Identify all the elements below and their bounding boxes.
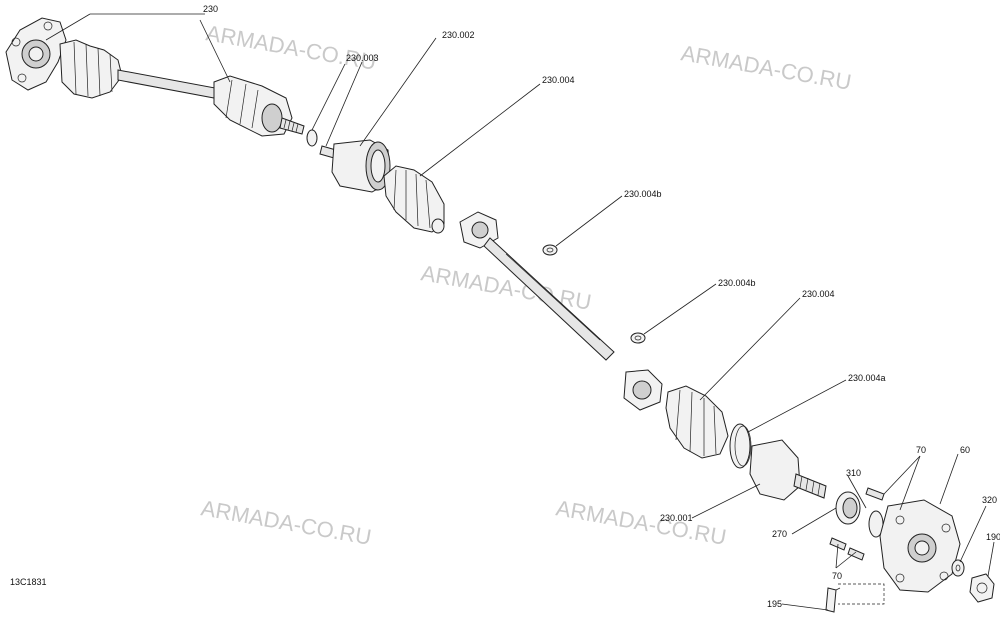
intermediate-shaft <box>459 211 663 411</box>
callout-320: 320 <box>982 495 997 505</box>
drive-shaft-assembly <box>5 17 305 137</box>
outer-joint-230-001 <box>749 439 827 501</box>
boot-230-004-lower <box>665 385 729 459</box>
nut-230-004b-upper <box>542 244 558 256</box>
watermark: ARMADA-CO.RU <box>204 20 378 75</box>
callout-230-001: 230.001 <box>660 513 693 523</box>
callout-310: 310 <box>846 468 861 478</box>
callout-230-002: 230.002 <box>442 30 475 40</box>
callout-230-004a: 230.004a <box>848 373 886 383</box>
cotter-pin-195 <box>825 587 841 613</box>
callout-195: 195 <box>767 599 782 609</box>
watermark: ARMADA-CO.RU <box>554 495 728 550</box>
washer-320 <box>951 559 965 577</box>
callout-70-bottom: 70 <box>832 571 842 581</box>
callout-230: 230 <box>203 4 218 14</box>
callout-60: 60 <box>960 445 970 455</box>
bearing-270 <box>835 491 861 525</box>
wheel-hub-60 <box>879 499 961 593</box>
callout-230-004b-upper: 230.004b <box>624 189 662 199</box>
diagram-code: 13C1831 <box>10 577 47 587</box>
circlip-230-003 <box>306 129 318 147</box>
callout-70-top: 70 <box>916 445 926 455</box>
reference-outline <box>838 583 885 605</box>
castle-nut-190 <box>969 573 995 603</box>
boot-230-004-upper <box>383 165 445 234</box>
watermark: ARMADA-CO.RU <box>419 260 593 315</box>
watermark: ARMADA-CO.RU <box>679 40 853 95</box>
leader-lines <box>45 13 995 611</box>
cv-joint-230-002 <box>319 139 391 193</box>
callout-190: 190 <box>986 532 1000 542</box>
watermark: ARMADA-CO.RU <box>199 495 373 550</box>
callout-270: 270 <box>772 529 787 539</box>
callout-230-004-mid: 230.004 <box>802 289 835 299</box>
callout-230-004-top: 230.004 <box>542 75 575 85</box>
nut-230-004b-lower <box>630 332 646 344</box>
wheel-stud-70-lower <box>829 537 865 561</box>
callout-230-003: 230.003 <box>346 53 379 63</box>
clamp-230-004a <box>729 423 752 469</box>
callout-230-004b-lower: 230.004b <box>718 278 756 288</box>
